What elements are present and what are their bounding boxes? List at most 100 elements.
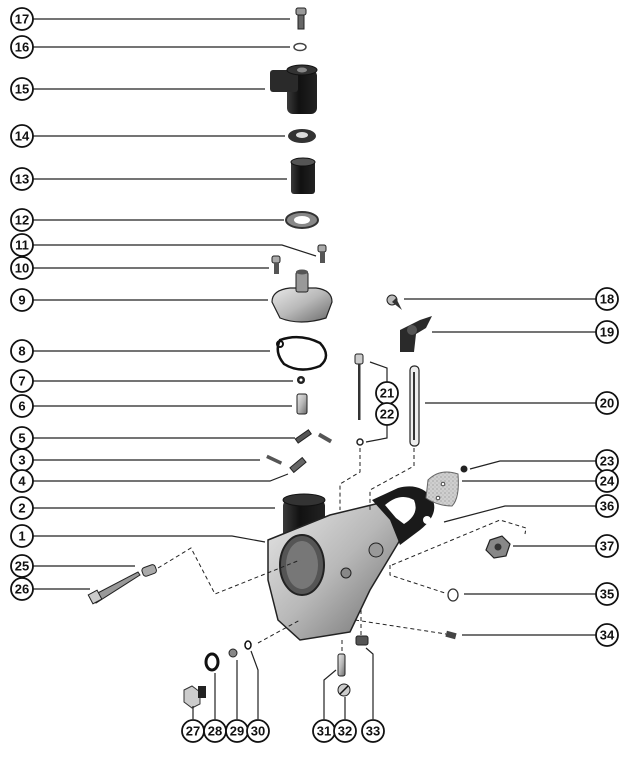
callout-1[interactable]: 1 [10,524,34,548]
callout-33[interactable]: 33 [361,719,385,743]
callout-14[interactable]: 14 [10,124,34,148]
callout-number: 19 [600,325,614,340]
callout-number: 9 [18,293,25,308]
callout-number: 2 [18,501,25,516]
callout-number: 25 [15,559,29,574]
callout-circle [10,167,34,191]
callout-circle [10,577,34,601]
callout-4[interactable]: 4 [10,469,34,493]
callout-6[interactable]: 6 [10,394,34,418]
callout-37[interactable]: 37 [595,534,619,558]
leader-lines [33,18,596,719]
callout-9[interactable]: 9 [10,288,34,312]
callout-34[interactable]: 34 [595,623,619,647]
callout-number: 20 [600,396,614,411]
callout-number: 15 [15,82,29,97]
callout-15[interactable]: 15 [10,77,34,101]
leader-line-21 [369,361,388,382]
callout-number: 29 [230,724,244,739]
callout-circle [10,256,34,280]
callout-8[interactable]: 8 [10,339,34,363]
callout-13[interactable]: 13 [10,167,34,191]
callout-circle [595,287,619,311]
callout-27[interactable]: 27 [181,719,205,743]
part-20-shaft [409,365,420,447]
callout-number: 4 [18,474,26,489]
leader-line-36 [443,505,596,523]
callout-22[interactable]: 22 [375,402,399,426]
part-16-washer [293,42,307,52]
callout-35[interactable]: 35 [595,582,619,606]
callout-circle [595,582,619,606]
callout-number: 22 [380,407,394,422]
callout-11[interactable]: 11 [10,233,34,257]
callout-29[interactable]: 29 [225,719,249,743]
callout-circle [595,469,619,493]
callout-number: 17 [15,12,29,27]
callout-circle [246,719,270,743]
callout-number: 8 [18,344,25,359]
callouts: 1716151413121110987653421252618192122202… [10,7,619,743]
part-30-oring [244,640,252,650]
part-28-gasket [204,652,220,672]
callout-circle [10,124,34,148]
callout-number: 1 [18,529,25,544]
callout-18[interactable]: 18 [595,287,619,311]
callout-20[interactable]: 20 [595,391,619,415]
callout-32[interactable]: 32 [333,719,357,743]
part-27-plug [183,685,206,709]
callout-circle [10,208,34,232]
callout-circle [375,402,399,426]
callout-number: 28 [208,724,222,739]
callout-number: 33 [366,724,380,739]
callout-26[interactable]: 26 [10,577,34,601]
callout-circle [10,233,34,257]
callout-number: 31 [317,724,331,739]
callout-circle [10,7,34,31]
part-37-nut [485,535,511,559]
callout-number: 3 [18,453,25,468]
part-14-seal [288,129,316,143]
callout-number: 16 [15,40,29,55]
callout-7[interactable]: 7 [10,369,34,393]
leader-line-31 [323,669,337,719]
callout-25[interactable]: 25 [10,554,34,578]
leader-line-23 [469,460,596,470]
callout-31[interactable]: 31 [312,719,336,743]
callout-24[interactable]: 24 [595,469,619,493]
callout-21[interactable]: 21 [375,381,399,405]
callout-circle [595,623,619,647]
part-22-washer [356,438,364,446]
callout-30[interactable]: 30 [246,719,270,743]
callout-28[interactable]: 28 [203,719,227,743]
part-31-jet [337,653,346,677]
part-34-setscrew [445,630,457,640]
callout-16[interactable]: 16 [10,35,34,59]
callout-19[interactable]: 19 [595,320,619,344]
callout-36[interactable]: 36 [595,494,619,518]
callout-number: 32 [338,724,352,739]
part-8-gasket [276,335,328,371]
part-33-cap [355,635,369,646]
callout-23[interactable]: 23 [595,449,619,473]
callout-3[interactable]: 3 [10,448,34,472]
callout-circle [10,554,34,578]
part-10-screw [271,255,281,274]
callout-2[interactable]: 2 [10,496,34,520]
part-13-screen [290,157,316,194]
callout-17[interactable]: 17 [10,7,34,31]
callout-12[interactable]: 12 [10,208,34,232]
callout-circle [10,369,34,393]
callout-number: 27 [186,724,200,739]
callout-circle [595,391,619,415]
callout-circle [361,719,385,743]
callout-number: 18 [600,292,614,307]
callout-number: 11 [15,238,29,253]
callout-circle [333,719,357,743]
callout-5[interactable]: 5 [10,426,34,450]
part-5-pin [294,429,333,444]
callout-number: 36 [600,499,614,514]
callout-10[interactable]: 10 [10,256,34,280]
callout-number: 37 [600,539,614,554]
